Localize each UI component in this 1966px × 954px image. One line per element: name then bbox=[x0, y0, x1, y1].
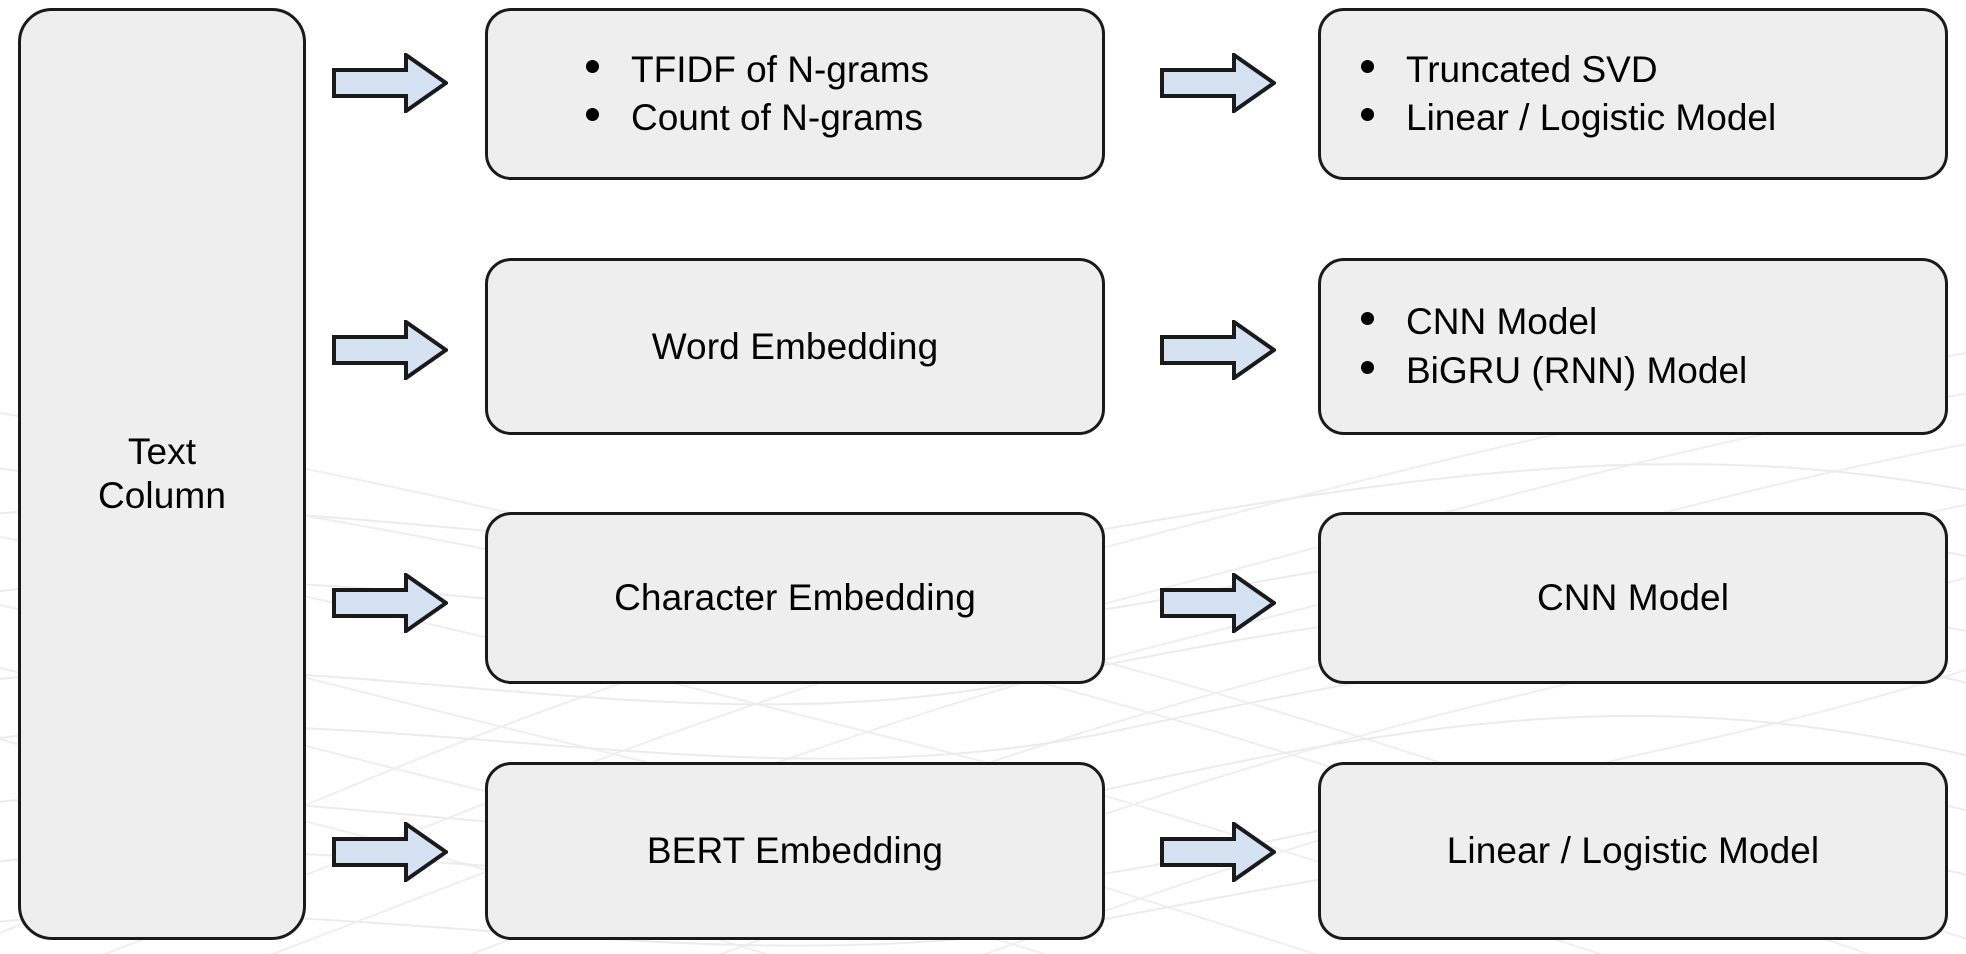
arrow-source-to-feature-2 bbox=[332, 320, 448, 380]
list-item-label: TFIDF of N-grams bbox=[631, 48, 930, 90]
list-item: TFIDF of N-grams bbox=[586, 46, 1102, 94]
node-model-word-embedding[interactable]: CNN Model BiGRU (RNN) Model bbox=[1318, 258, 1948, 435]
bullet-dot-icon bbox=[1361, 108, 1374, 121]
node-feature-word-embedding[interactable]: Word Embedding bbox=[485, 258, 1105, 435]
node-feature-bert-embedding[interactable]: BERT Embedding bbox=[485, 762, 1105, 940]
node-source-text-column[interactable]: Text Column bbox=[18, 8, 306, 940]
node-feature-label: Character Embedding bbox=[614, 577, 976, 619]
arrow-source-to-feature-3 bbox=[332, 573, 448, 633]
node-model-label: Linear / Logistic Model bbox=[1446, 830, 1820, 872]
node-model-label: CNN Model bbox=[1536, 577, 1730, 619]
node-feature-character-embedding[interactable]: Character Embedding bbox=[485, 512, 1105, 684]
list-item: CNN Model bbox=[1361, 298, 1945, 346]
node-model-bert-embedding[interactable]: Linear / Logistic Model bbox=[1318, 762, 1948, 940]
list-item: Truncated SVD bbox=[1361, 46, 1945, 94]
node-model-ngrams[interactable]: Truncated SVD Linear / Logistic Model bbox=[1318, 8, 1948, 180]
list-item-label: Linear / Logistic Model bbox=[1406, 97, 1777, 138]
node-model-character-embedding[interactable]: CNN Model bbox=[1318, 512, 1948, 684]
arrow-feature-to-model-3 bbox=[1160, 573, 1276, 633]
bullet-dot-icon bbox=[1361, 312, 1374, 326]
arrow-source-to-feature-4 bbox=[332, 822, 448, 882]
node-feature-label: Word Embedding bbox=[651, 325, 939, 367]
bullet-dot-icon bbox=[586, 59, 599, 73]
arrow-feature-to-model-2 bbox=[1160, 320, 1276, 380]
list-item: Linear / Logistic Model bbox=[1361, 94, 1945, 142]
list-item-label: CNN Model bbox=[1406, 301, 1598, 343]
arrow-feature-to-model-1 bbox=[1160, 53, 1276, 113]
bullet-list: CNN Model BiGRU (RNN) Model bbox=[1321, 298, 1945, 394]
arrow-feature-to-model-4 bbox=[1160, 822, 1276, 882]
bullet-dot-icon bbox=[1361, 360, 1374, 374]
node-source-label: Text Column bbox=[97, 431, 227, 516]
node-feature-label: BERT Embedding bbox=[646, 830, 944, 872]
arrow-source-to-feature-1 bbox=[332, 53, 448, 113]
list-item: BiGRU (RNN) Model bbox=[1361, 347, 1945, 395]
list-item-label: Truncated SVD bbox=[1406, 48, 1658, 90]
bullet-dot-icon bbox=[586, 108, 599, 121]
bullet-dot-icon bbox=[1361, 59, 1374, 73]
bullet-list: Truncated SVD Linear / Logistic Model bbox=[1321, 46, 1945, 142]
bullet-list: TFIDF of N-grams Count of N-grams bbox=[488, 46, 1102, 142]
list-item: Count of N-grams bbox=[586, 94, 1102, 142]
list-item-label: BiGRU (RNN) Model bbox=[1406, 349, 1748, 391]
node-feature-ngrams[interactable]: TFIDF of N-grams Count of N-grams bbox=[485, 8, 1105, 180]
list-item-label: Count of N-grams bbox=[631, 97, 923, 138]
